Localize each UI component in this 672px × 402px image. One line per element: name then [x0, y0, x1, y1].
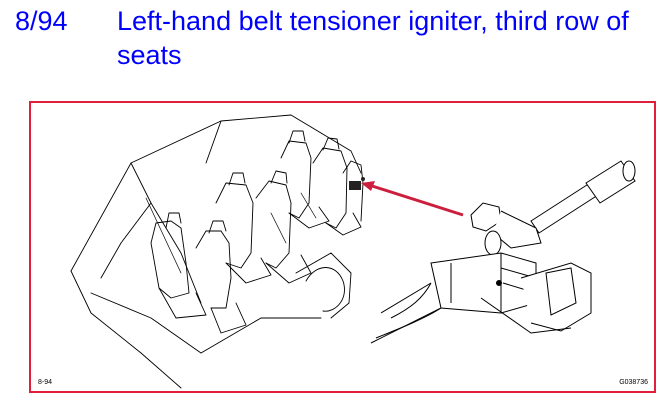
- tensioner-detail: [370, 160, 636, 344]
- slide-title: Left-hand belt tensioner igniter, third …: [117, 6, 629, 70]
- figure-code-right: G038736: [619, 379, 648, 386]
- figure-frame: 8-94 G038736: [29, 101, 656, 393]
- second-row-seats: [215, 170, 312, 284]
- car-body-outline: [70, 114, 362, 389]
- pointer-arrowhead: [361, 181, 375, 191]
- figure-code-left: 8-94: [38, 379, 53, 386]
- slide-number: 8/94: [15, 6, 68, 36]
- pointer-arrow: [368, 183, 464, 217]
- seatbelt-lines: [145, 192, 317, 274]
- igniter-marker: [349, 177, 365, 190]
- vehicle-seat-illustration: [70, 114, 636, 389]
- front-seats: [150, 212, 247, 334]
- third-row-seats: [280, 130, 364, 236]
